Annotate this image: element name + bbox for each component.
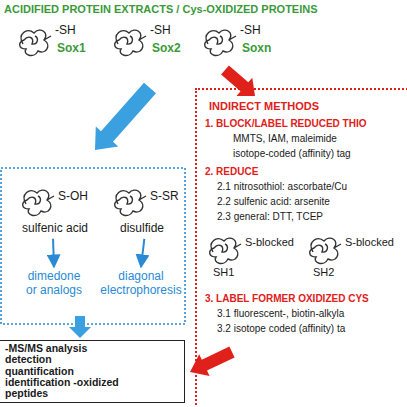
molecule-node: -SH Soxn (200, 20, 280, 68)
label-text: SH1 (213, 266, 234, 279)
label-text: isotope-coded (affinity) tag (233, 148, 351, 160)
molecule-node: S-blockedSH1 (205, 228, 300, 284)
label-text: 2.2 sulfenic acid: arsenite (217, 196, 330, 208)
label-text: sulfenic acid (22, 222, 88, 236)
reaction-arrow (141, 239, 144, 267)
molecule-node: -SH Sox1 (15, 20, 95, 68)
label-text: 1. BLOCK/LABEL REDUCED THIO (205, 118, 367, 130)
molecule-node: -SH Sox2 (110, 20, 190, 68)
label-text: 3.2 isotope coded (affinity) ta (217, 323, 345, 335)
label-text: 3.1 fluorescent-, biotin-alkyla (217, 308, 344, 320)
method-label: dimedone or analogs (14, 270, 94, 304)
label-text: S-blocked (245, 236, 294, 249)
label-text: 2.1 nitrosothiol: ascorbate/Cu (217, 181, 347, 193)
protein-icon (205, 232, 243, 268)
box-heading: INDIRECT METHODS (209, 100, 319, 113)
title: ACIDIFIED PROTEIN EXTRACTS / Cys-OXIDIZE… (4, 3, 318, 15)
block-arrow (69, 316, 91, 338)
dotted-box (1, 168, 185, 324)
label-text: S-OH (58, 190, 88, 204)
protein-icon (18, 184, 56, 220)
label-text: Soxn (242, 42, 271, 56)
label-text: Sox2 (152, 42, 181, 56)
label-text: dimedone or analogs (14, 270, 94, 298)
reaction-arrow (52, 239, 55, 267)
protein-icon (110, 24, 148, 60)
result-box: -MS/MS analysis detection quantification… (0, 340, 185, 403)
label-text: 2. REDUCE (205, 166, 258, 178)
molecule-node: S-OH sulfenic acid (18, 180, 108, 242)
label-text: S-blocked (345, 236, 394, 249)
protein-icon (305, 232, 343, 268)
protein-icon (200, 24, 238, 60)
label-text: S-SR (150, 190, 179, 204)
protein-icon (15, 24, 53, 60)
label-text: 3. LABEL FORMER OXIDIZED CYS (205, 293, 369, 305)
label-text: SH2 (313, 266, 334, 279)
label-text: -MS/MS analysis detection quantification… (5, 343, 120, 400)
label-text: 2.3 general: DTT, TCEP (217, 211, 323, 223)
label-text: disulfide (120, 222, 164, 236)
method-label: diagonal electrophoresis (98, 270, 184, 304)
label-text: -SH (55, 24, 76, 38)
label-text: -SH (150, 24, 171, 38)
label-text: MMTS, IAM, maleimide (233, 133, 337, 145)
label-text: Sox1 (57, 42, 86, 56)
label-text: diagonal electrophoresis (98, 270, 184, 298)
block-arrow (221, 66, 255, 97)
label-text: -SH (240, 24, 261, 38)
block-arrow (95, 83, 156, 150)
method-box: INDIRECT METHODS 1. BLOCK/LABEL REDUCED T… (195, 88, 407, 407)
protein-icon (110, 184, 148, 220)
molecule-node: S-blockedSH2 (305, 228, 400, 284)
molecule-node: S-SR disulfide (110, 180, 185, 242)
